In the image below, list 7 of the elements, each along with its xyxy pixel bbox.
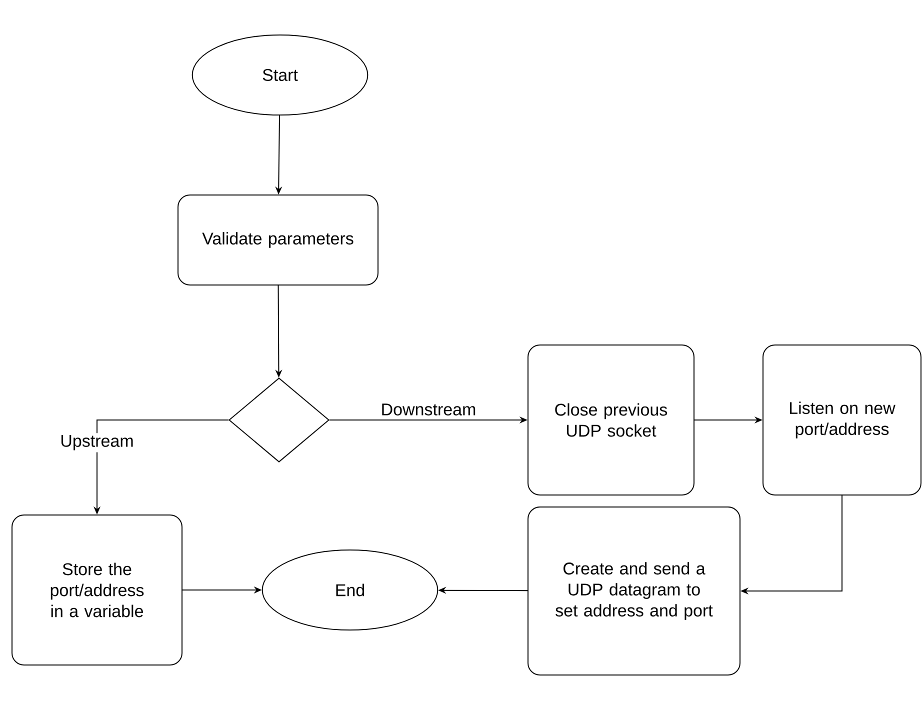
process-box: Listen on new port/address <box>762 344 922 496</box>
process-box: Store the port/address in a variable <box>12 514 182 666</box>
edge-label: Downstream <box>382 404 476 416</box>
edge-label: Upstream <box>58 433 136 452</box>
process-box: Validate parameters <box>178 194 378 286</box>
process-box: Create and send a UDP datagram to set address and port <box>528 506 740 676</box>
process-box: Close previous UDP socket <box>528 344 694 496</box>
